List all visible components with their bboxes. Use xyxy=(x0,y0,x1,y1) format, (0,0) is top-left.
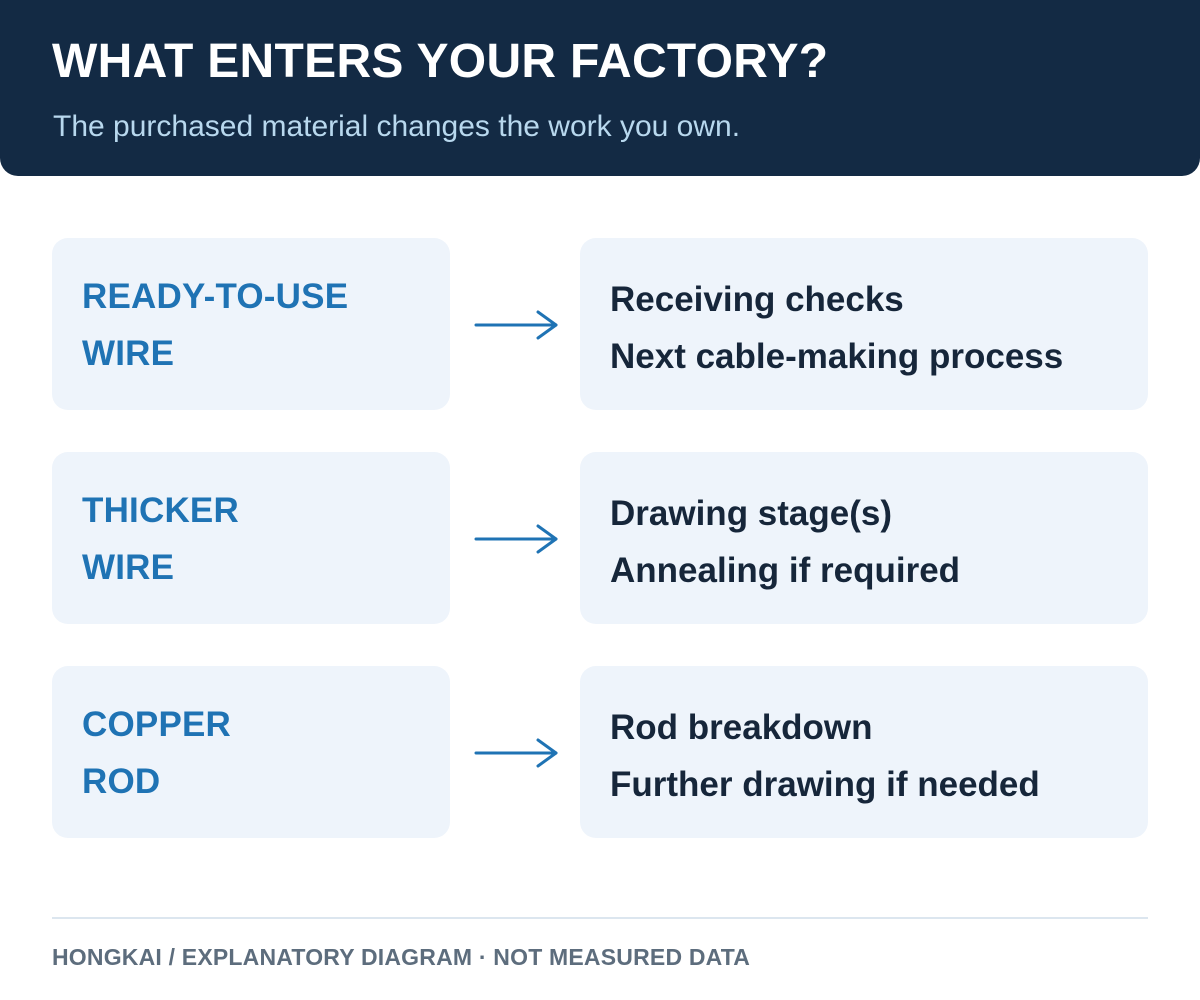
process-box-drawing: Drawing stage(s) Annealing if required xyxy=(580,452,1148,624)
page-title: WHAT ENTERS YOUR FACTORY? xyxy=(52,35,829,88)
process-label: Rod breakdown Further drawing if needed xyxy=(610,699,1040,813)
input-box-thicker-wire: THICKER WIRE xyxy=(52,452,450,624)
process-label: Receiving checks Next cable-making proce… xyxy=(610,271,1063,385)
input-box-copper-rod: COPPER ROD xyxy=(52,666,450,838)
input-label-line: READY-TO-USE xyxy=(82,277,349,316)
process-box-rod-breakdown: Rod breakdown Further drawing if needed xyxy=(580,666,1148,838)
process-label-line: Further drawing if needed xyxy=(610,765,1040,804)
process-label-line: Receiving checks xyxy=(610,280,904,319)
arrow-right-icon xyxy=(474,738,558,768)
arrow-right-icon xyxy=(474,524,558,554)
input-label-line: COPPER xyxy=(82,705,232,744)
input-label-line: WIRE xyxy=(82,548,175,587)
header-banner: WHAT ENTERS YOUR FACTORY? The purchased … xyxy=(0,0,1200,176)
footer-caption: HONGKAI / EXPLANATORY DIAGRAM · NOT MEAS… xyxy=(52,944,751,970)
input-label: THICKER WIRE xyxy=(82,482,239,596)
page-subtitle: The purchased material changes the work … xyxy=(53,110,741,143)
input-label: COPPER ROD xyxy=(82,696,231,810)
process-box-receiving: Receiving checks Next cable-making proce… xyxy=(580,238,1148,410)
footer-divider xyxy=(52,917,1148,919)
process-label: Drawing stage(s) Annealing if required xyxy=(610,485,960,599)
input-label-line: ROD xyxy=(82,762,161,801)
input-label-line: WIRE xyxy=(82,334,175,373)
input-label: READY-TO-USE WIRE xyxy=(82,268,348,382)
input-label-line: THICKER xyxy=(82,491,239,530)
process-label-line: Drawing stage(s) xyxy=(610,494,892,533)
input-box-ready-to-use-wire: READY-TO-USE WIRE xyxy=(52,238,450,410)
process-label-line: Annealing if required xyxy=(610,551,961,590)
process-label-line: Next cable-making process xyxy=(610,337,1064,376)
arrow-right-icon xyxy=(474,310,558,340)
process-label-line: Rod breakdown xyxy=(610,708,873,747)
